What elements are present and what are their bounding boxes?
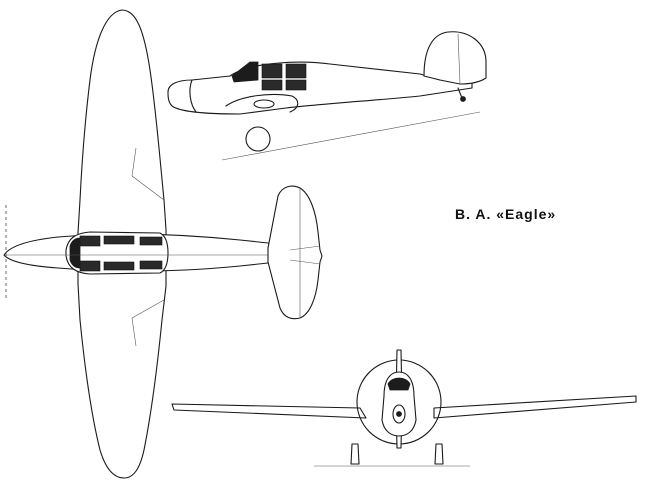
plan-view-windscreen [69,237,81,269]
plan-view [3,9,323,479]
front-view-wing-right [433,395,637,419]
side-view-fin [423,31,487,85]
plan-view-window-3 [139,236,163,246]
side-view-tail-skid [457,87,463,99]
plan-view-window-4 [79,260,101,272]
side-view-cowling-line [189,79,197,113]
front-view [171,349,637,467]
plan-view-rudder [289,245,321,265]
plan-view-flap-lower [131,299,165,347]
plan-view-window-1 [79,235,101,247]
side-view-tail-wheel [460,96,466,102]
side-view-main-wheel [245,126,271,152]
side-view-ground-line [221,111,481,161]
front-view-windscreen [387,377,411,391]
front-view-gear-right [434,443,444,465]
plan-view-flap-upper [131,147,165,201]
side-view-window-2 [285,63,307,79]
plan-view-window-2 [103,235,135,245]
plan-view-window-6 [139,260,163,270]
plan-view-window-5 [103,261,135,271]
side-view-window-4 [285,79,307,91]
side-view-rudder-hinge [457,33,461,85]
front-view-wing-left [171,403,367,419]
side-view-window-1 [261,63,283,79]
side-view-window-3 [261,79,283,91]
front-view-gear-left [350,443,360,465]
side-view-wing-root [225,93,299,113]
plan-view-tailplane [267,185,323,320]
diagram-caption: B. A. «Eagle» [455,206,557,222]
front-view-spinner-hub [396,411,402,417]
side-view-wheel-fairing [253,99,275,109]
side-view [167,31,487,161]
side-view-windscreen [231,61,259,83]
